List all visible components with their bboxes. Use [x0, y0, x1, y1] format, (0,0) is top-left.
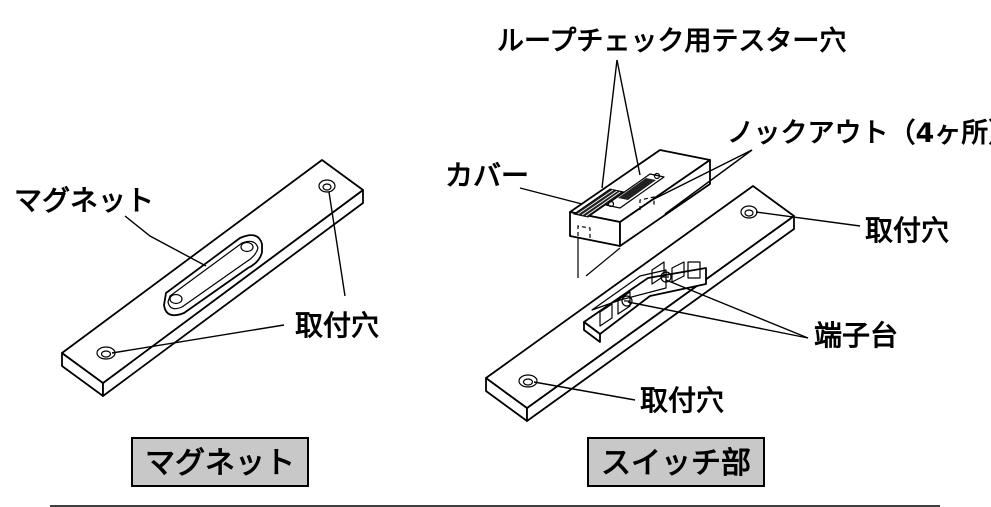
mount-hole-right-top-label: 取付穴: [865, 214, 949, 247]
mount-hole-right-bottom-label: 取付穴: [640, 384, 724, 417]
terminal-leader-a: [665, 279, 809, 339]
magnet-caption: マグネット: [145, 446, 295, 481]
knockout-label: ノックアウト（4ヶ所）: [727, 118, 991, 149]
switch-caption-box: スイッチ部: [587, 437, 765, 487]
cover-label: カバー: [445, 159, 529, 192]
loop-check-leader-b: [616, 59, 641, 176]
mount-hole-right: [318, 179, 336, 193]
magnet-body: [163, 234, 263, 317]
magnet-label: マグネット: [14, 184, 154, 217]
cover-leader: [519, 187, 583, 205]
terminal-leader-b: [627, 301, 809, 339]
mount-hole-leader-upper: [328, 191, 346, 297]
alignment-line-right: [585, 247, 621, 277]
knockout-leader-b: [664, 149, 753, 215]
magnet-leader: [124, 215, 207, 267]
terminal-block-label: 端子台: [814, 319, 898, 352]
mount-hole-left-label: 取付穴: [295, 309, 379, 342]
loop-check-leader-a: [601, 59, 618, 189]
switch-mount-hole-bottom: [518, 374, 538, 388]
mount-hole-leader-lower: [111, 324, 285, 354]
loop-check-hole-label: ループチェック用テスター穴: [497, 26, 846, 57]
switch-caption: スイッチ部: [601, 446, 751, 481]
mount-hole-right-bottom-leader: [533, 381, 636, 401]
mount-hole-right-top-leader: [755, 211, 861, 227]
magnet-caption-box: マグネット: [131, 437, 309, 487]
knockout-leader-a: [651, 149, 753, 201]
